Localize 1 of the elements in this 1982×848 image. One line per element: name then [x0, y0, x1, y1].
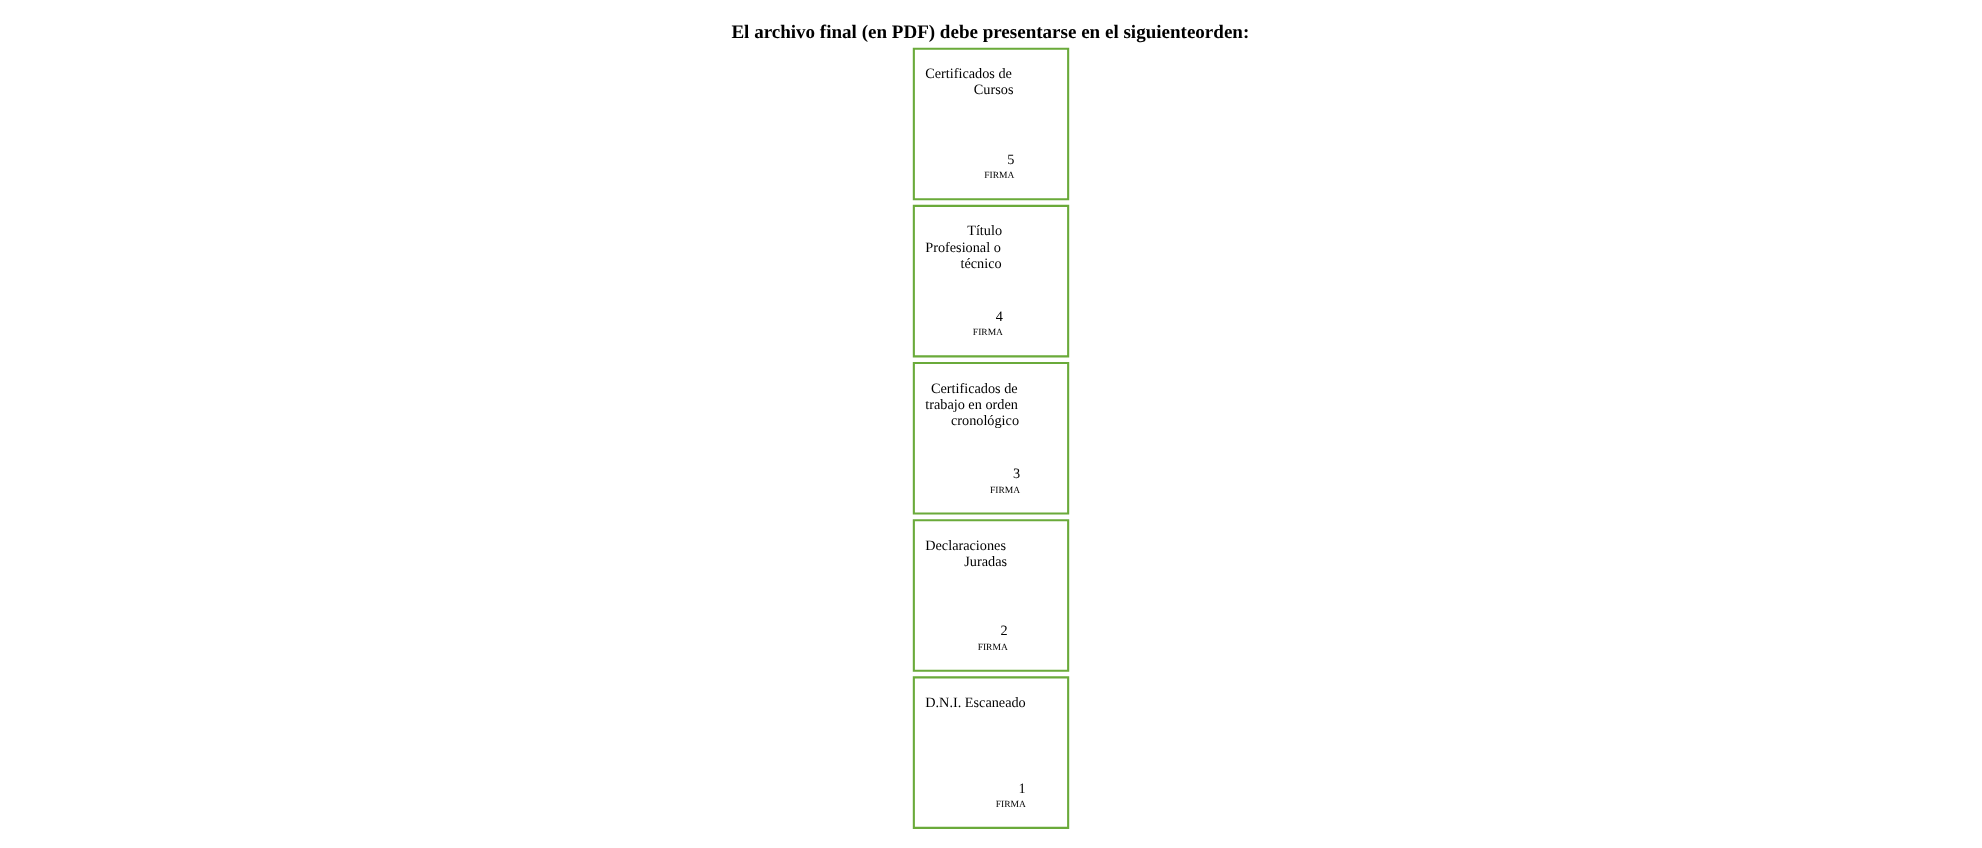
diagram-title: El archivo final (en PDF) debe presentarse en el siguienteorden: — [731, 24, 1250, 45]
